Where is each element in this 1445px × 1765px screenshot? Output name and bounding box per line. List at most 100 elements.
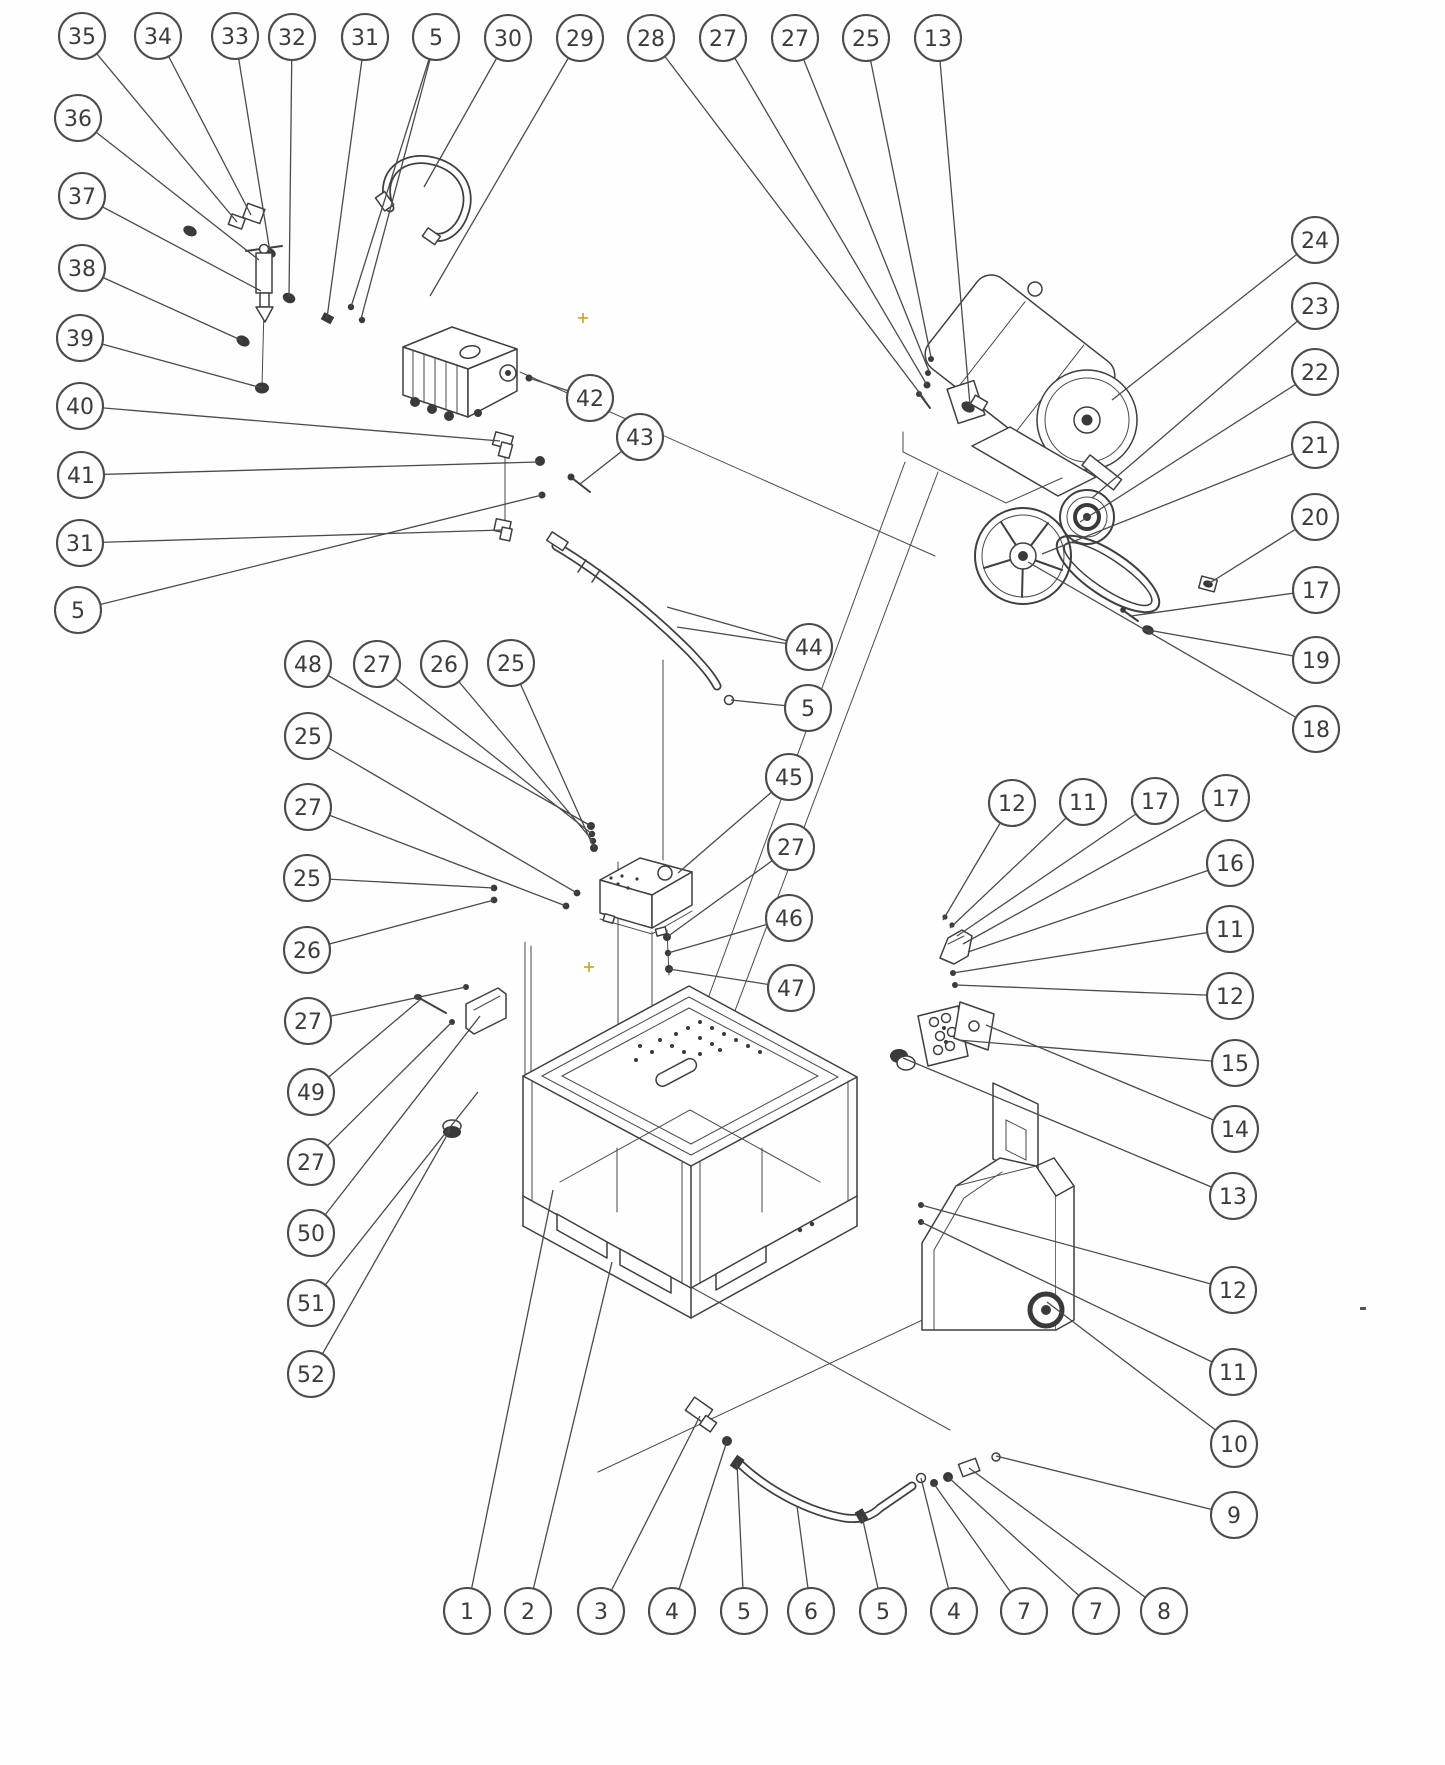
callout-43-balloon: 43 xyxy=(615,412,665,462)
leader-line-27 xyxy=(794,37,930,372)
callout-10-balloon: 10 xyxy=(1209,1419,1259,1469)
callout-18-balloon: 18 xyxy=(1291,704,1341,754)
callout-12-balloon: 12 xyxy=(987,778,1037,828)
balloon-number: 4 xyxy=(665,1600,679,1625)
leader-line-26 xyxy=(443,663,594,842)
leader-line-34 xyxy=(157,35,252,216)
balloon-number: 8 xyxy=(1157,1600,1171,1625)
balloon-circle xyxy=(57,171,107,221)
pump-assembly xyxy=(183,155,735,706)
callout-33-balloon: 33 xyxy=(210,11,260,61)
balloon-circle xyxy=(1290,281,1340,331)
callout-25-balloon: 25 xyxy=(282,853,332,903)
balloon-circle xyxy=(1208,1347,1258,1397)
callout-21-balloon: 21 xyxy=(1290,420,1340,470)
callout-32-balloon: 32 xyxy=(267,12,317,62)
balloon-circle xyxy=(626,13,676,63)
leader-line-22 xyxy=(1079,371,1316,523)
suction-hose-group xyxy=(684,1396,1001,1525)
callout-25-balloon: 25 xyxy=(283,711,333,761)
balloon-number: 25 xyxy=(294,725,322,750)
callout-44-balloon: 44 xyxy=(784,622,834,672)
balloon-circle xyxy=(283,996,333,1046)
callout-26-balloon: 26 xyxy=(282,925,332,975)
leader-line-7 xyxy=(933,1483,1025,1612)
callout-24-balloon: 24 xyxy=(1290,215,1340,265)
callout-52-balloon: 52 xyxy=(286,1349,336,1399)
callout-27-balloon: 27 xyxy=(352,639,402,689)
leader-line-17 xyxy=(962,797,1227,945)
balloon-number: 6 xyxy=(804,1600,818,1625)
balloon-number: 26 xyxy=(293,939,321,964)
callout-35-balloon: 35 xyxy=(57,11,107,61)
balloon-number: 16 xyxy=(1216,852,1244,877)
callout-8-balloon: 8 xyxy=(1139,1586,1189,1636)
balloon-circle xyxy=(1208,1171,1258,1221)
callout-19-balloon: 19 xyxy=(1291,635,1341,685)
balloon-circle xyxy=(283,711,333,761)
balloon-number: 39 xyxy=(66,327,94,352)
balloon-circle xyxy=(1209,1490,1259,1540)
leader-line-28 xyxy=(650,37,926,401)
callout-39-balloon: 39 xyxy=(55,313,105,363)
callout-27-balloon: 27 xyxy=(770,13,820,63)
balloon-circle xyxy=(1290,492,1340,542)
pump-pulley xyxy=(974,507,1072,605)
balloon-circle xyxy=(1290,215,1340,265)
balloon-circle xyxy=(615,412,665,462)
balloon-number: 12 xyxy=(998,792,1026,817)
callout-27-balloon: 27 xyxy=(283,996,333,1046)
callout-29-balloon: 29 xyxy=(555,13,605,63)
balloon-circle xyxy=(1210,1038,1260,1088)
callout-1-balloon: 1 xyxy=(442,1586,492,1636)
balloon-number: 30 xyxy=(494,27,522,52)
balloon-circle xyxy=(770,13,820,63)
callout-5-balloon: 5 xyxy=(411,12,461,62)
callout-11-balloon: 11 xyxy=(1205,904,1255,954)
callout-23-balloon: 23 xyxy=(1290,281,1340,331)
leader-line-27 xyxy=(307,986,467,1022)
callout-13-balloon: 13 xyxy=(1208,1171,1258,1221)
handle-hose xyxy=(374,155,472,246)
balloon-number: 45 xyxy=(775,766,803,791)
balloon-number: 25 xyxy=(293,867,321,892)
leader-line-11 xyxy=(949,801,1084,929)
leader-line-25 xyxy=(306,877,495,889)
manifold-block-group xyxy=(890,914,995,1071)
leader-line-30 xyxy=(423,37,509,188)
balloon-circle xyxy=(1205,971,1255,1021)
balloon-number: 20 xyxy=(1301,506,1329,531)
balloon-number: 43 xyxy=(626,426,654,451)
balloon-number: 31 xyxy=(66,532,94,557)
callout-38-balloon: 38 xyxy=(57,243,107,293)
leader-line-18 xyxy=(1027,561,1317,730)
callout-11-balloon: 11 xyxy=(1058,777,1108,827)
leader-line-11 xyxy=(920,1221,1234,1373)
leader-line-31 xyxy=(79,529,503,544)
balloon-circle xyxy=(283,782,333,832)
leader-line-50 xyxy=(310,1015,481,1234)
leader-line-27 xyxy=(722,37,928,386)
balloon-circle xyxy=(286,1349,336,1399)
balloon-circle xyxy=(555,13,605,63)
callout-12-balloon: 12 xyxy=(1205,971,1255,1021)
leader-line-21 xyxy=(1041,444,1316,555)
callout-27-balloon: 27 xyxy=(286,1137,336,1187)
callout-36-balloon: 36 xyxy=(53,93,103,143)
leader-line-48 xyxy=(307,663,592,827)
balloon-circle xyxy=(1130,776,1180,826)
balloon-number: 42 xyxy=(576,387,604,412)
callout-9-balloon: 9 xyxy=(1209,1490,1259,1540)
leader-line-4 xyxy=(671,1440,728,1612)
balloon-circle xyxy=(1205,838,1255,888)
balloon-number: 34 xyxy=(144,25,172,50)
balloon-circle xyxy=(766,963,816,1013)
leader-lines xyxy=(77,35,1317,1612)
balloon-number: 11 xyxy=(1216,918,1244,943)
leader-line-13 xyxy=(937,37,971,406)
callout-30-balloon: 30 xyxy=(483,13,533,63)
callout-31-balloon: 31 xyxy=(340,12,390,62)
callout-4-balloon: 4 xyxy=(647,1586,697,1636)
balloon-circle xyxy=(53,93,103,143)
